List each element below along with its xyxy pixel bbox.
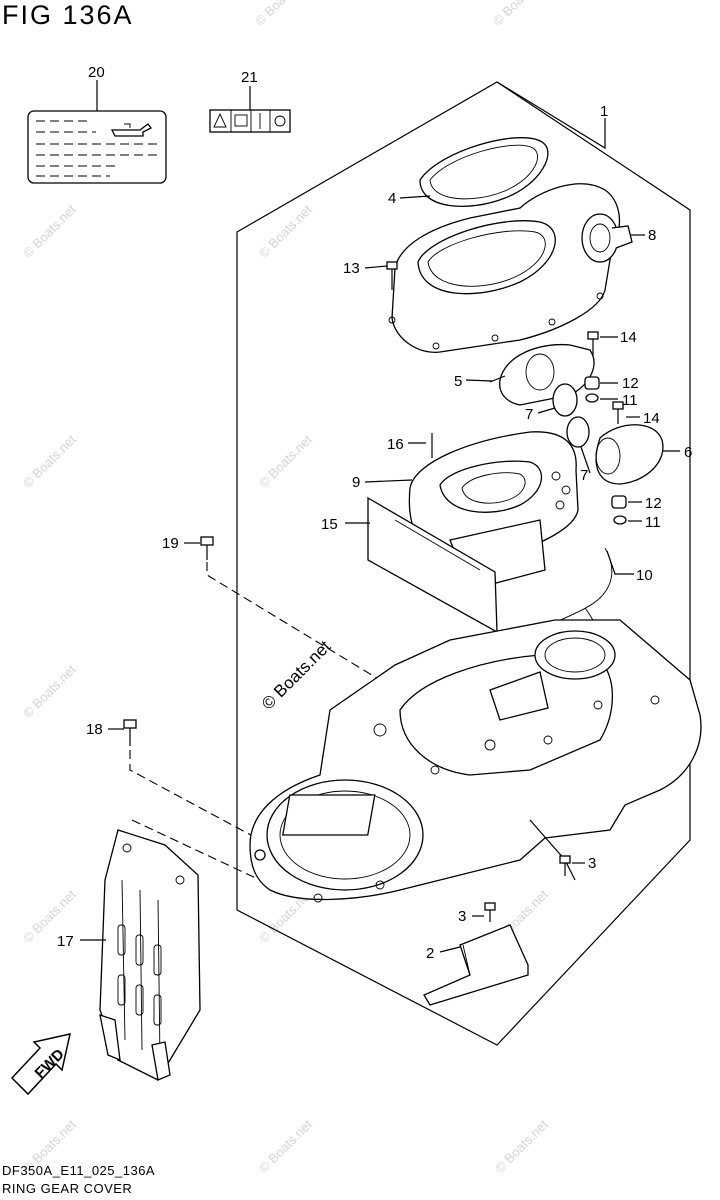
washer-11b [613,515,627,525]
figure-title: FIG 136A [2,0,134,30]
o-ring-left [552,383,578,417]
warning-sticker [209,109,291,133]
bolt-19 [200,536,214,560]
callout-17: 17 [57,933,74,950]
callout-3-bottom: 3 [458,908,466,925]
callout-11-bottom: 11 [645,514,661,531]
diagram-code: DF350A_E11_025_136A [2,1163,156,1178]
washer-11a [585,393,599,403]
callout-15: 15 [321,516,338,533]
side-cover [99,829,201,1081]
bracket [423,924,529,1006]
silencer-cap [595,424,664,485]
callout-8: 8 [648,227,656,244]
o-ring-right [566,416,590,448]
callout-9: 9 [352,474,360,491]
callout-4: 4 [388,190,396,207]
callout-11-top: 11 [622,392,638,409]
bolt-13 [386,261,398,290]
bolt-18 [123,719,137,746]
callout-18: 18 [86,721,103,738]
callout-16: 16 [387,436,404,453]
bolt-3b [484,902,496,922]
grommet-12b [611,495,627,509]
callout-3-right: 3 [588,855,596,872]
label-sticker [27,110,167,184]
callout-7-right: 7 [580,467,588,484]
callout-10: 10 [636,567,653,584]
callout-19: 19 [162,535,179,552]
bolt-14b [612,401,624,424]
callout-1: 1 [600,103,608,120]
seal-ring [419,137,549,207]
callout-12-bottom: 12 [645,495,662,512]
callout-6: 6 [684,444,692,461]
bolt-14a [587,331,599,356]
callout-12-top: 12 [622,375,639,392]
fwd-arrow-icon: FWD [10,1033,71,1096]
callout-2: 2 [426,945,434,962]
grommet-12a [584,376,600,390]
callout-13: 13 [343,260,360,277]
diagram-name: RING GEAR COVER [2,1181,133,1196]
callout-21: 21 [241,69,258,86]
callout-14-top: 14 [620,329,637,346]
bolt-3a [559,855,571,876]
ring-gear-cover [249,619,702,903]
callout-20: 20 [88,64,105,81]
duct-elbow [489,343,595,406]
intake-duct [388,183,633,353]
callout-7-left: 7 [525,406,533,423]
callout-5: 5 [454,373,462,390]
callout-14-mid: 14 [643,410,660,427]
